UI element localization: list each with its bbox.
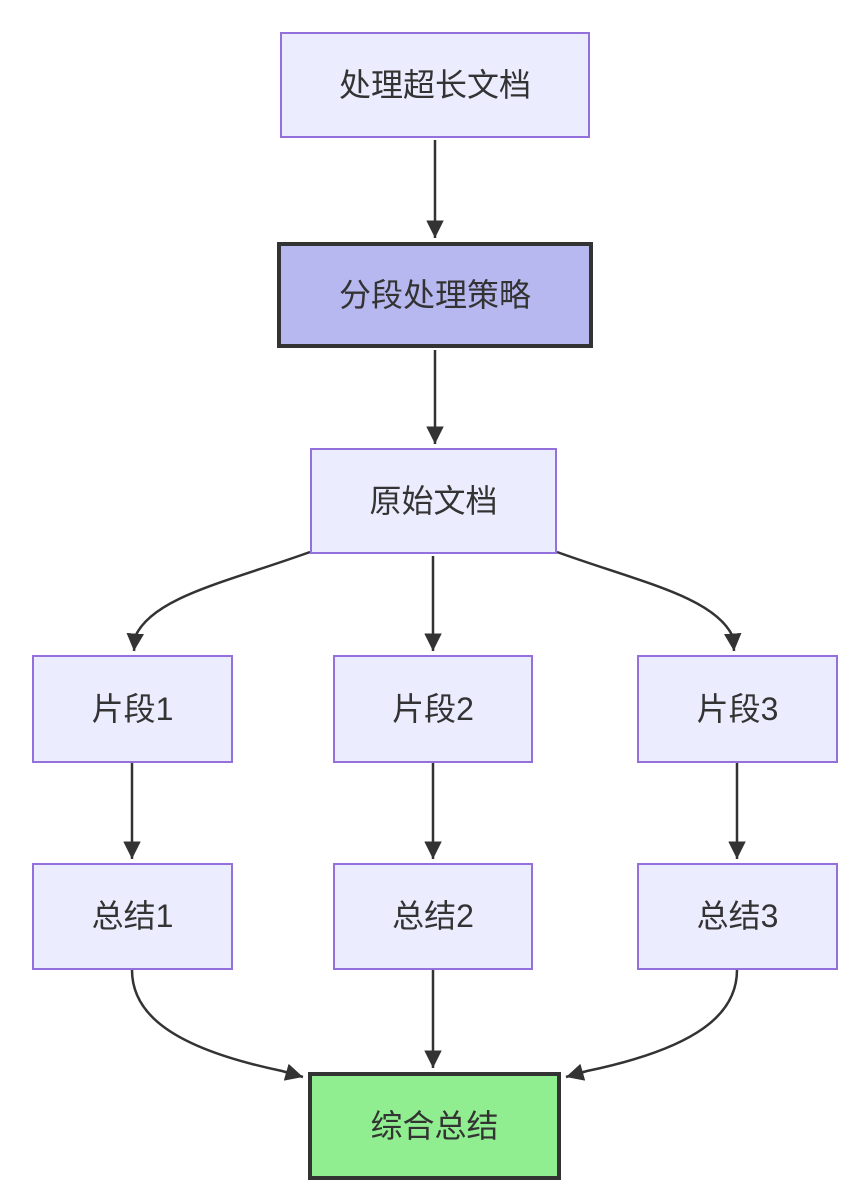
node-process-long-doc-label: 处理超长文档: [338, 66, 531, 103]
node-fragment-3: 片段3: [637, 655, 838, 763]
node-summary-1: 总结1: [32, 863, 233, 970]
node-process-long-doc: 处理超长文档: [280, 32, 590, 138]
edge-original-to-fragment3: [556, 550, 742, 652]
node-segmentation-strategy-label: 分段处理策略: [338, 276, 531, 313]
node-summary-2-label: 总结2: [392, 898, 474, 935]
node-fragment-3-label: 片段3: [696, 690, 779, 727]
node-original-doc-label: 原始文档: [369, 482, 498, 519]
node-fragment-2-label: 片段2: [392, 690, 474, 727]
node-summary-3-label: 总结3: [696, 898, 779, 935]
node-original-doc: 原始文档: [310, 448, 557, 554]
edge-original-to-fragment1: [126, 550, 311, 652]
edge-summary3-to-combined: [565, 969, 739, 1081]
node-segmentation-strategy: 分段处理策略: [277, 242, 593, 348]
edge-summary1-to-combined: [130, 969, 304, 1081]
node-summary-2: 总结2: [333, 863, 533, 970]
node-fragment-1-label: 片段1: [91, 690, 174, 727]
node-fragment-2: 片段2: [333, 655, 533, 763]
node-summary-1-label: 总结1: [91, 898, 174, 935]
node-combined-summary-label: 综合总结: [370, 1107, 499, 1144]
node-fragment-1: 片段1: [32, 655, 233, 763]
node-combined-summary: 综合总结: [308, 1072, 561, 1180]
node-summary-3: 总结3: [637, 863, 838, 970]
